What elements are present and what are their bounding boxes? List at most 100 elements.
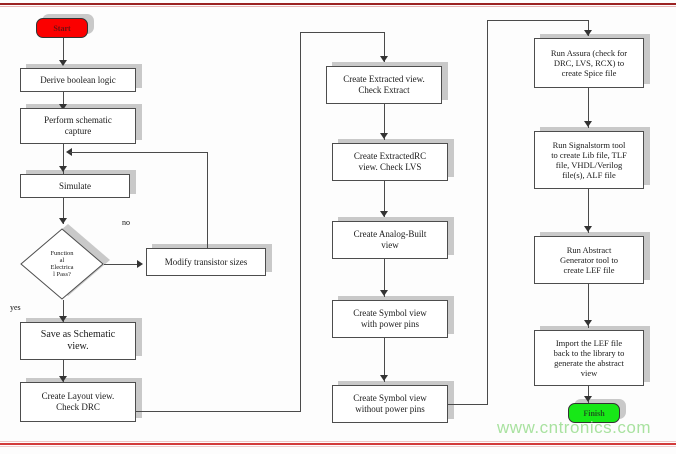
connector-start-to-derive [63, 38, 64, 64]
connector-signalstorm-to-abstract [588, 189, 589, 233]
connector-feedback-riser [207, 152, 208, 248]
arrow-simulate-to-decision [59, 218, 67, 224]
node-label-line2: capture [64, 126, 92, 136]
connector-decision-no [104, 264, 140, 265]
node-save-as-schematic-view[interactable]: Save as Schematic view. [20, 322, 136, 360]
node-label-line2: Generator tool to [559, 254, 619, 265]
arrow-symbol-with-to-without [380, 375, 388, 381]
node-label-line2: with power pins [361, 319, 419, 329]
node-label: Derive boolean logic [40, 74, 116, 85]
arrow-save-to-layout [59, 376, 67, 382]
connector-import-to-finish [588, 386, 589, 404]
arrow-extractedrc-to-analog [380, 211, 388, 217]
node-label-line1: Create Extracted view. [343, 74, 425, 85]
node-label-line1: Create ExtractedRC [353, 151, 427, 162]
node-label-line4: view [580, 368, 598, 379]
node-derive-boolean-logic[interactable]: Derive boolean logic [20, 68, 136, 92]
node-create-layout-view-check-drc[interactable]: Create Layout view. Check DRC [20, 382, 136, 422]
node-label-line1: Create Symbol view [353, 308, 427, 319]
connector-save-to-layout [63, 360, 64, 384]
connector-symbol-with-to-without [384, 338, 385, 382]
connector-extractedrc-to-analog [384, 181, 385, 217]
node-label-line1: Import the LEF file [555, 337, 623, 348]
node-label-line2: view [381, 240, 399, 250]
diamond-shape [20, 228, 104, 300]
node-label-line1: Save as Schematic [40, 329, 116, 341]
connector-into-extracted-view [384, 32, 385, 62]
node-create-symbol-view-without-power-pins[interactable]: Create Symbol view without power pins [332, 385, 448, 423]
connector-assura-to-signalstorm [588, 88, 589, 128]
decision-label-line2: al [59, 256, 65, 264]
arrow-import-to-finish [584, 396, 592, 402]
node-label-line2: Check DRC [56, 402, 100, 412]
arrow-signalstorm-to-abstract [584, 226, 592, 232]
arrow-into-extracted-view [380, 56, 388, 62]
decision-label-line4: l Pass? [53, 271, 71, 279]
connector-layout-to-middle-horizontal [136, 411, 300, 412]
node-label-line1: Run Signalstorm tool [552, 139, 626, 150]
decision-label: Function al Electrica l Pass? [20, 228, 104, 300]
node-modify-transistor-sizes[interactable]: Modify transistor sizes [146, 248, 266, 276]
connector-middle-top-horizontal [300, 32, 384, 33]
arrow-start-to-derive [59, 60, 67, 66]
decision-label-line1: Function [50, 249, 74, 257]
bottom-rule-light [0, 441, 676, 442]
node-label-line2: back to the library to [553, 347, 625, 358]
edge-label-yes: yes [10, 303, 21, 312]
node-label-line2: view. [67, 341, 89, 352]
node-perform-schematic-capture[interactable]: Perform schematic capture [20, 108, 136, 144]
top-rule-dark [0, 3, 676, 5]
node-label-line3: file, VHDL/Verilog [555, 160, 623, 170]
connector-right-top-horizontal [487, 20, 588, 21]
node-label-line2: DRC, LVS, RCX) to [553, 57, 625, 68]
arrow-derive-to-perform [59, 104, 67, 110]
connector-decision-yes [63, 300, 64, 324]
connector-into-run-assura [588, 20, 589, 36]
node-simulate[interactable]: Simulate [20, 174, 130, 198]
edge-label-no: no [122, 218, 130, 227]
node-label-line3: generate the abstract [554, 358, 624, 368]
node-create-extracted-view[interactable]: Create Extracted view. Check Extract [326, 66, 442, 104]
node-label-line1: Create Layout view. [41, 391, 115, 402]
node-label: Modify transistor sizes [164, 256, 248, 267]
finish-label: Finish [583, 408, 605, 418]
node-label-line3: create LEF file [563, 265, 615, 275]
arrow-feedback-into-simulate [66, 148, 72, 156]
node-label-line1: Perform schematic [44, 115, 112, 126]
connector-analog-to-symbol-with [384, 259, 385, 297]
arrow-decision-no [137, 260, 143, 268]
node-create-analog-built-view[interactable]: Create Analog-Built view [332, 221, 448, 259]
bottom-rule-dark [0, 443, 676, 445]
node-label-line2: without power pins [355, 404, 425, 414]
node-import-lef-file[interactable]: Import the LEF file back to the library … [534, 330, 644, 386]
arrow-assura-to-signalstorm [584, 121, 592, 127]
arrow-perform-to-simulate [59, 166, 67, 172]
node-label-line2: to create Lib file, TLF [551, 149, 627, 160]
node-label-line1: Run Assura (check for [550, 47, 628, 58]
node-label-line4: file(s), ALF file [562, 170, 616, 181]
arrow-into-run-assura [584, 30, 592, 36]
finish-terminator[interactable]: Finish [568, 403, 620, 423]
node-label-line1: Run Abstract [566, 244, 612, 255]
node-run-assura[interactable]: Run Assura (check for DRC, LVS, RCX) to … [534, 38, 644, 88]
arrow-extracted-to-extractedrc [380, 133, 388, 139]
top-rule-light [0, 6, 676, 7]
connector-layout-to-middle-riser [300, 32, 301, 412]
connector-simulate-to-decision [63, 198, 64, 224]
node-create-extractedrc-view[interactable]: Create ExtractedRC view. Check LVS [332, 143, 448, 181]
node-create-symbol-view-with-power-pins[interactable]: Create Symbol view with power pins [332, 300, 448, 338]
node-label-line2: view. Check LVS [358, 162, 422, 172]
node-label: Simulate [59, 180, 91, 191]
node-run-abstract-generator[interactable]: Run Abstract Generator tool to create LE… [534, 236, 644, 284]
node-label-line1: Create Symbol view [353, 393, 427, 404]
watermark-text: www.cntronics.com [497, 418, 651, 437]
arrow-abstract-to-import [584, 320, 592, 326]
connector-symbol-to-right-horizontal [448, 404, 488, 405]
decision-functional-electrical-pass[interactable]: Function al Electrica l Pass? [20, 228, 104, 300]
start-label: Start [53, 23, 71, 33]
start-terminator[interactable]: Start [36, 18, 88, 38]
node-label-line1: Create Analog-Built [353, 229, 427, 240]
node-run-signalstorm[interactable]: Run Signalstorm tool to create Lib file,… [534, 131, 644, 189]
connector-extracted-to-extractedrc [384, 104, 385, 140]
